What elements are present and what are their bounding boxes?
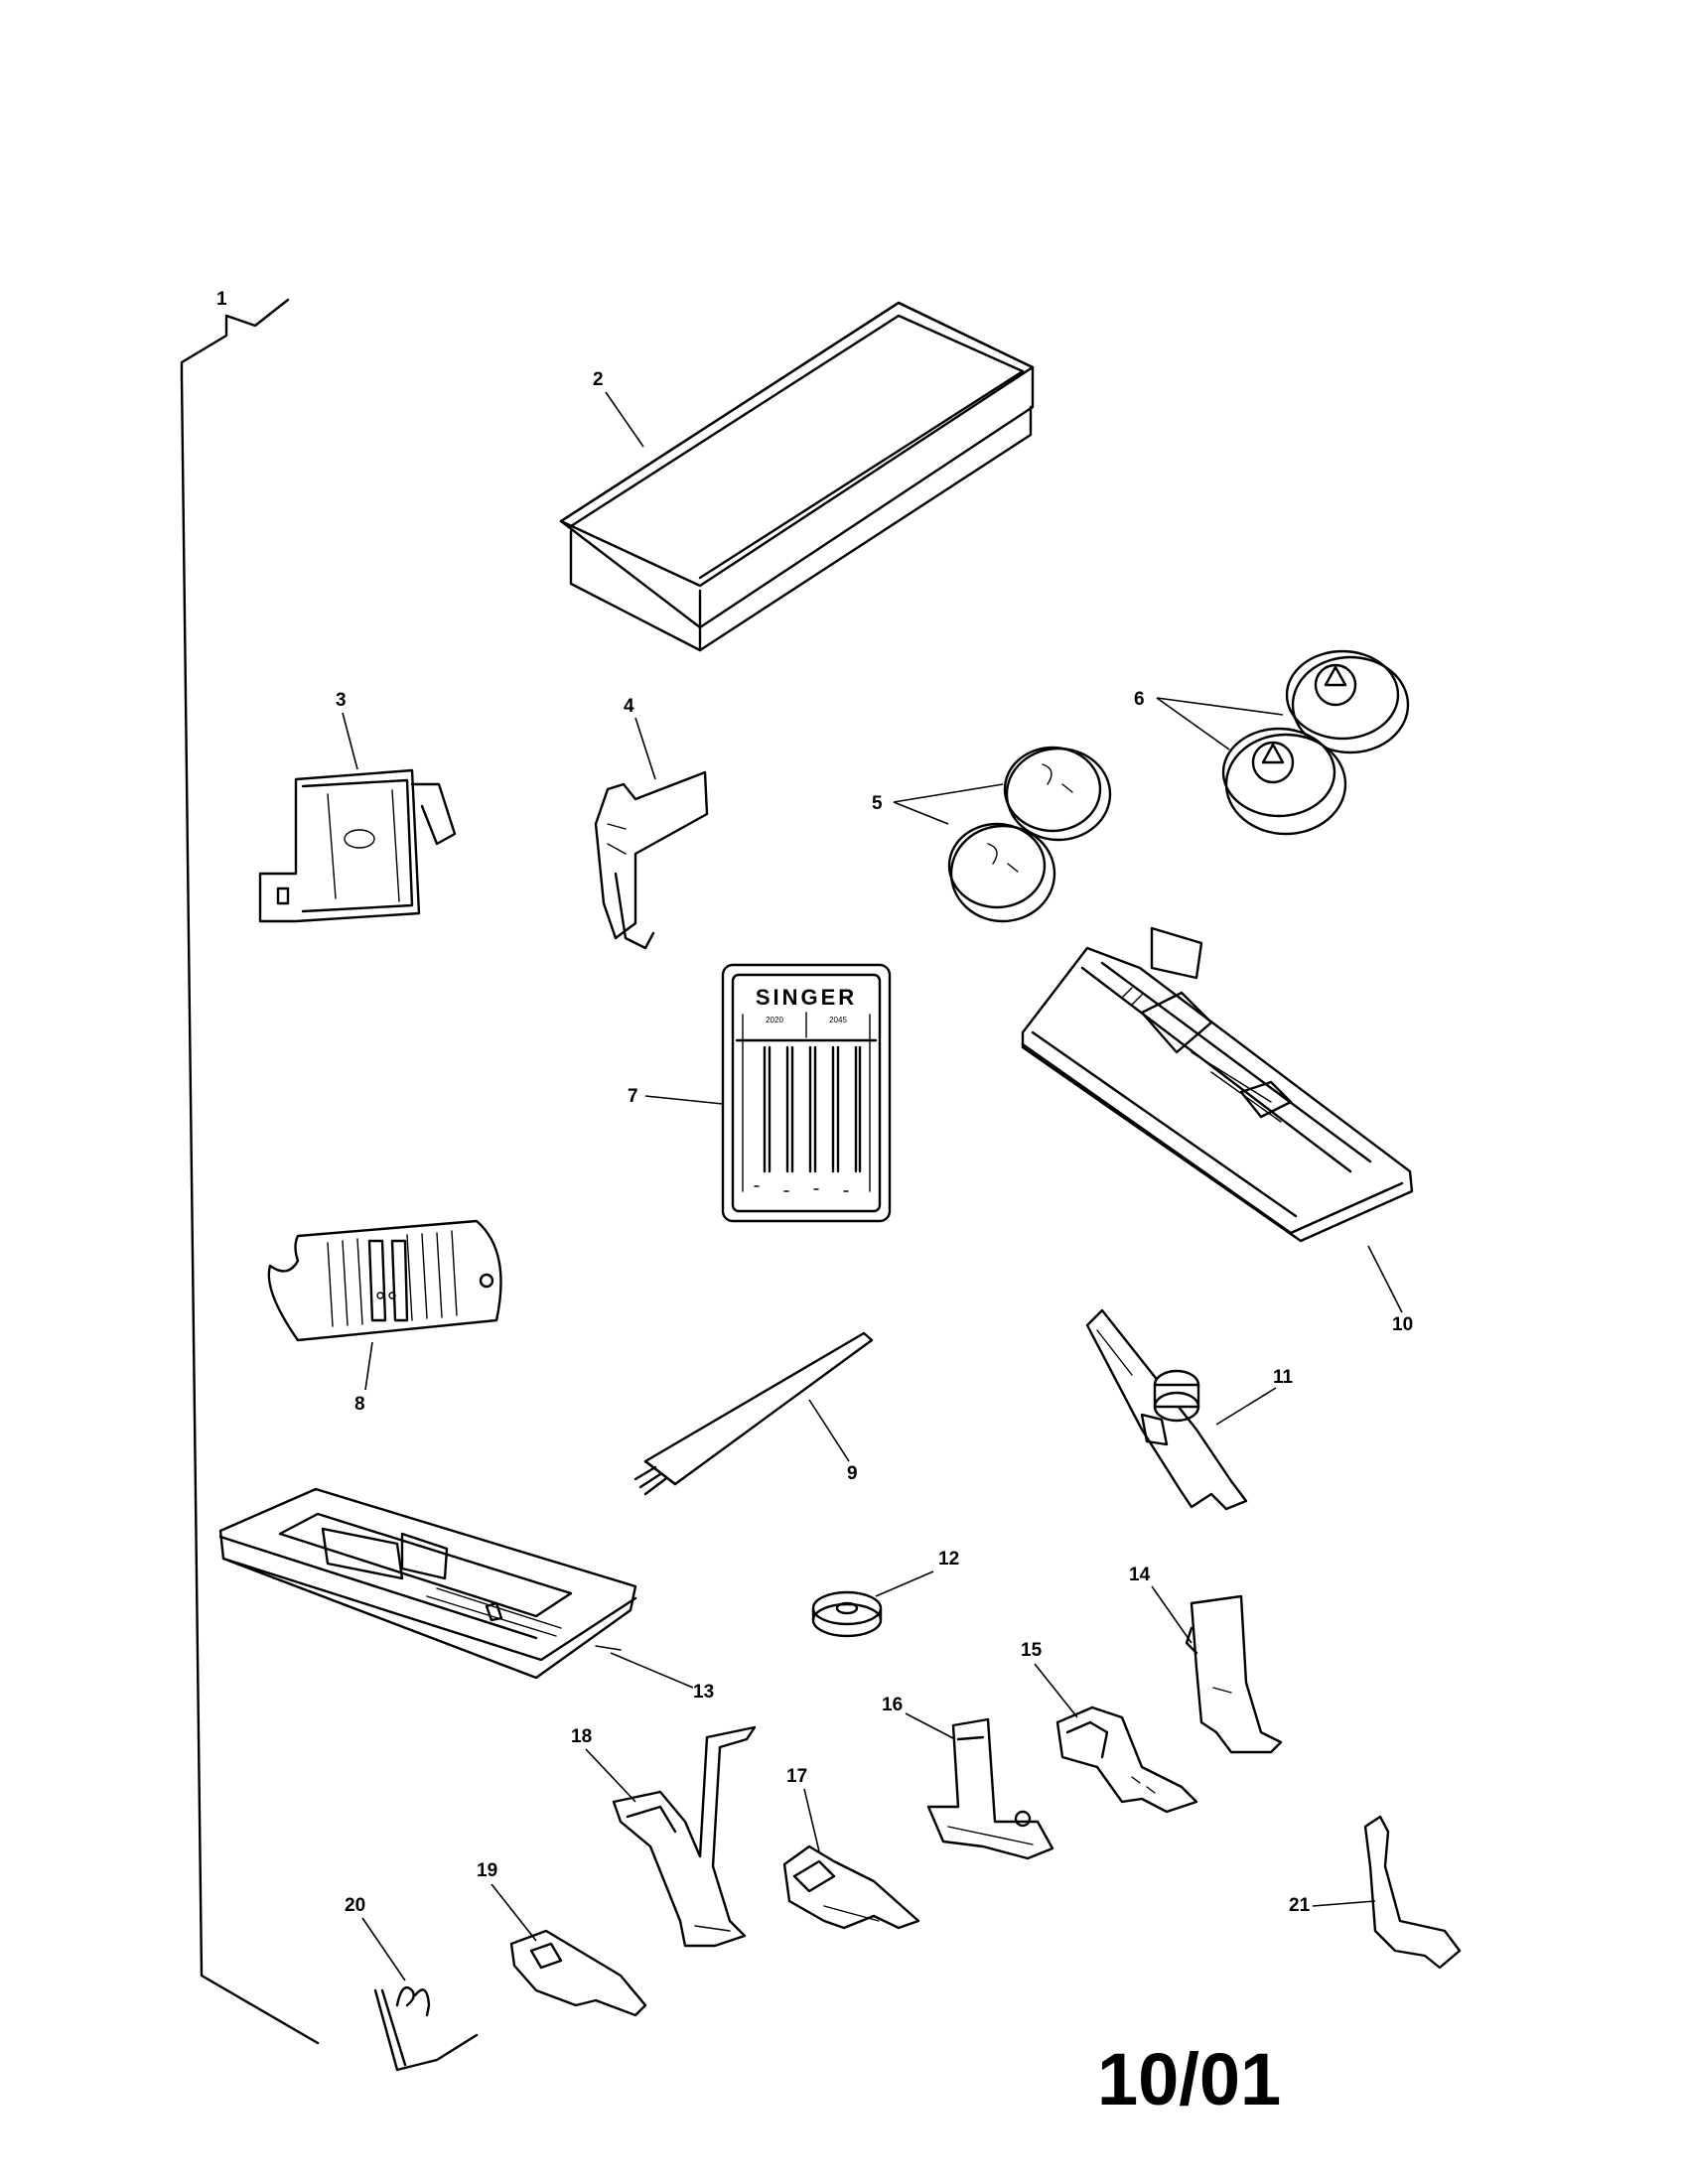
- part-13-template-tray: [218, 1487, 637, 1680]
- part-9-seam-ripper: [633, 1331, 874, 1496]
- part-17-straight-foot: [782, 1844, 920, 1930]
- part-19-narrow-foot: [509, 1929, 647, 2017]
- part-label-12: 12: [938, 1549, 959, 1570]
- part-label-1: 1: [216, 289, 227, 310]
- part-4-guide-foot: [594, 770, 709, 950]
- part-label-20: 20: [345, 1895, 365, 1916]
- part-8-throat-plate: [267, 1219, 502, 1342]
- part-label-6: 6: [1134, 689, 1145, 710]
- part-3-foot-plate: [258, 768, 457, 923]
- part-21-cording-guide: [1363, 1815, 1462, 1970]
- part-label-11: 11: [1273, 1367, 1294, 1388]
- part-10-buttonholer: [1021, 926, 1414, 1243]
- part-14-foot-shank: [1185, 1594, 1283, 1754]
- part-label-7: 7: [628, 1086, 638, 1107]
- part-label-5: 5: [872, 793, 883, 814]
- part-label-16: 16: [882, 1695, 903, 1715]
- part-label-18: 18: [571, 1726, 592, 1747]
- part-7-needle-pack: SINGER 2020 2045: [721, 963, 892, 1223]
- part-15-overedge-foot: [1055, 1706, 1198, 1814]
- needle-pack-brand: SINGER: [756, 985, 857, 1010]
- part-5-bobbins: [947, 746, 1112, 923]
- part-label-19: 19: [477, 1860, 497, 1881]
- part-label-21: 21: [1289, 1895, 1311, 1916]
- page-number: 10/01: [1097, 2038, 1281, 2120]
- part-1-bracket: [180, 298, 320, 2045]
- part-label-10: 10: [1392, 1314, 1413, 1335]
- needle-pack-code-left: 2020: [766, 1016, 783, 1024]
- part-16-zigzag-foot: [926, 1717, 1054, 1860]
- part-label-2: 2: [593, 369, 604, 390]
- part-label-17: 17: [786, 1766, 807, 1787]
- part-12-washer: [811, 1590, 883, 1638]
- needle-pack-code-right: 2045: [829, 1016, 847, 1024]
- part-label-4: 4: [624, 696, 634, 717]
- part-label-14: 14: [1129, 1565, 1151, 1585]
- part-label-8: 8: [354, 1394, 365, 1415]
- part-6-metal-bobbins: [1221, 649, 1410, 836]
- part-label-3: 3: [336, 690, 347, 711]
- part-2-accessory-box: [559, 301, 1035, 652]
- part-label-13: 13: [693, 1682, 714, 1703]
- part-20-wire-guide: [373, 1985, 479, 2072]
- part-label-9: 9: [847, 1463, 858, 1484]
- part-11-adjustable-foot: [1085, 1308, 1248, 1511]
- part-label-15: 15: [1021, 1640, 1043, 1661]
- part-18-special-foot: [612, 1725, 757, 1948]
